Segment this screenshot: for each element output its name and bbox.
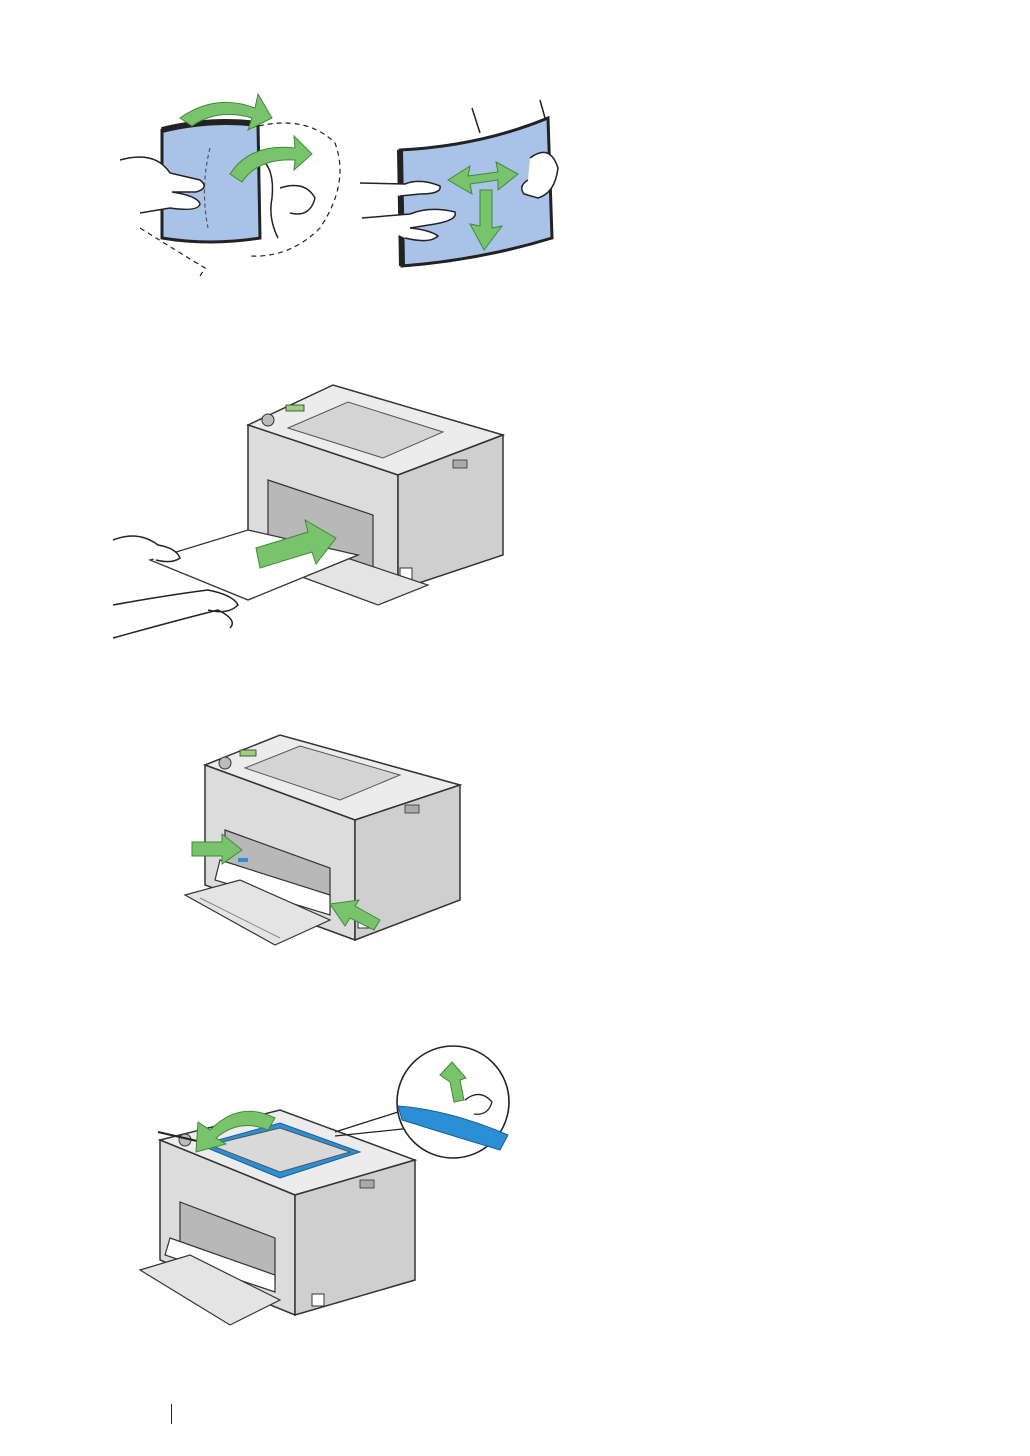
figure-close-cover [130,1040,520,1340]
adjusting-guides-illustration [180,730,470,960]
figure-load-paper [108,380,508,650]
loading-paper-illustration [108,380,508,650]
figure-fan-paper [100,88,580,288]
footer-page-rule [171,1404,172,1424]
closing-cover-illustration [130,1040,520,1340]
fanning-paper-illustration [100,88,580,288]
figure-adjust-guides [180,730,470,960]
